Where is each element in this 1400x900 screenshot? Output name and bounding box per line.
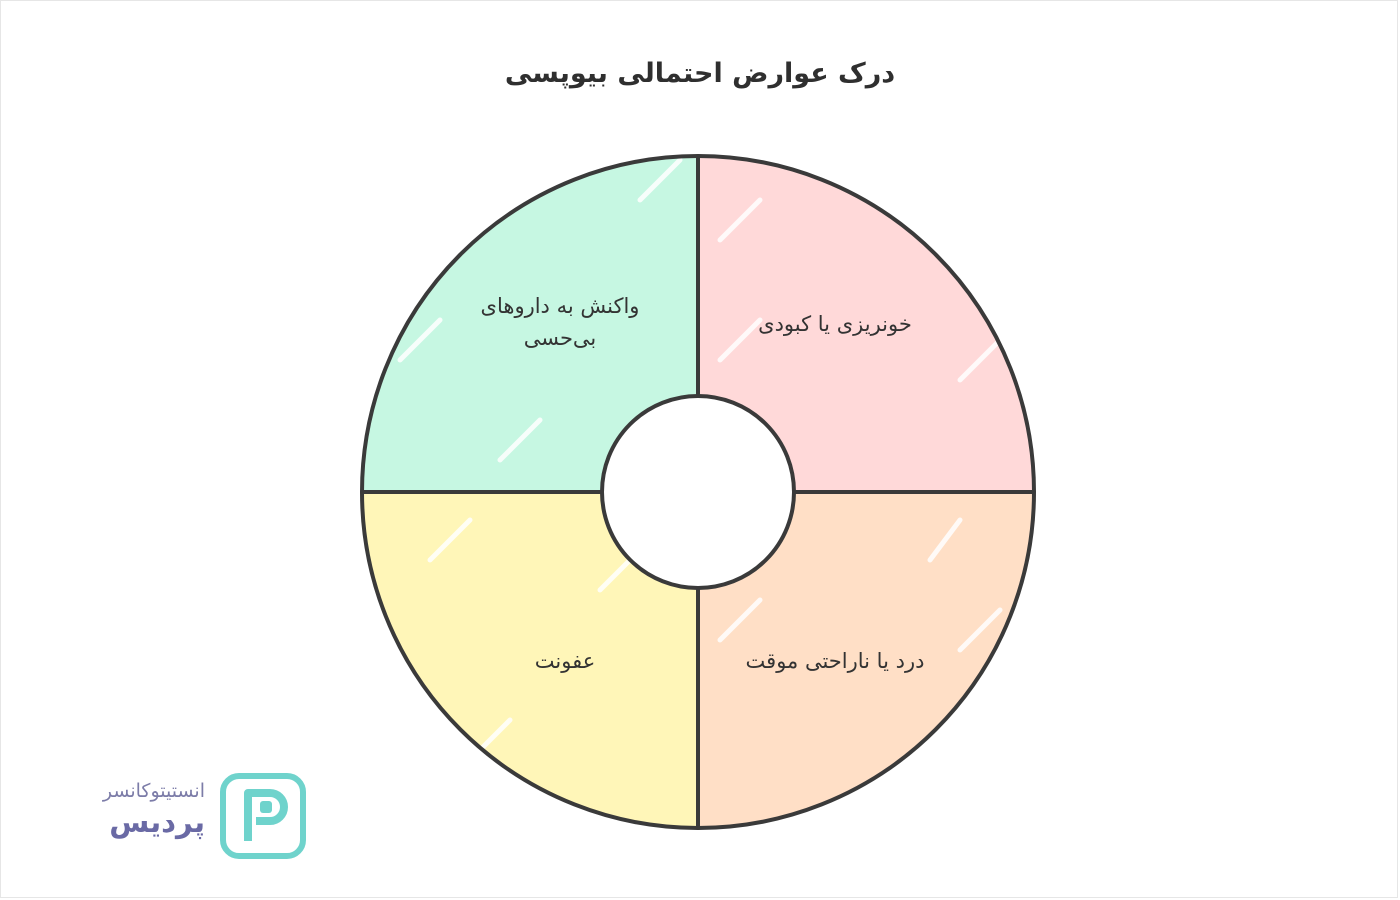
inner-hole-outline: [600, 394, 796, 590]
letter-p-logo-icon: [220, 773, 306, 859]
segment-bleeding: [698, 155, 1034, 492]
label-infection: عفونت: [534, 649, 596, 673]
label-bleeding: خونریزی یا کبودی: [758, 312, 912, 336]
logo-line-pardis: پردیس: [109, 805, 205, 839]
logo-line-institute: انستیتوکانسر: [102, 780, 205, 802]
label-anesthesia-reaction: واکنش به داروهای بی‌حسی: [480, 294, 640, 350]
diagram-title: درک عوارض احتمالی بیوپسی: [504, 58, 896, 89]
label-pain: درد یا ناراحتی موقت: [745, 649, 925, 673]
logo-text: انستیتوکانسر پردیس: [60, 778, 205, 840]
